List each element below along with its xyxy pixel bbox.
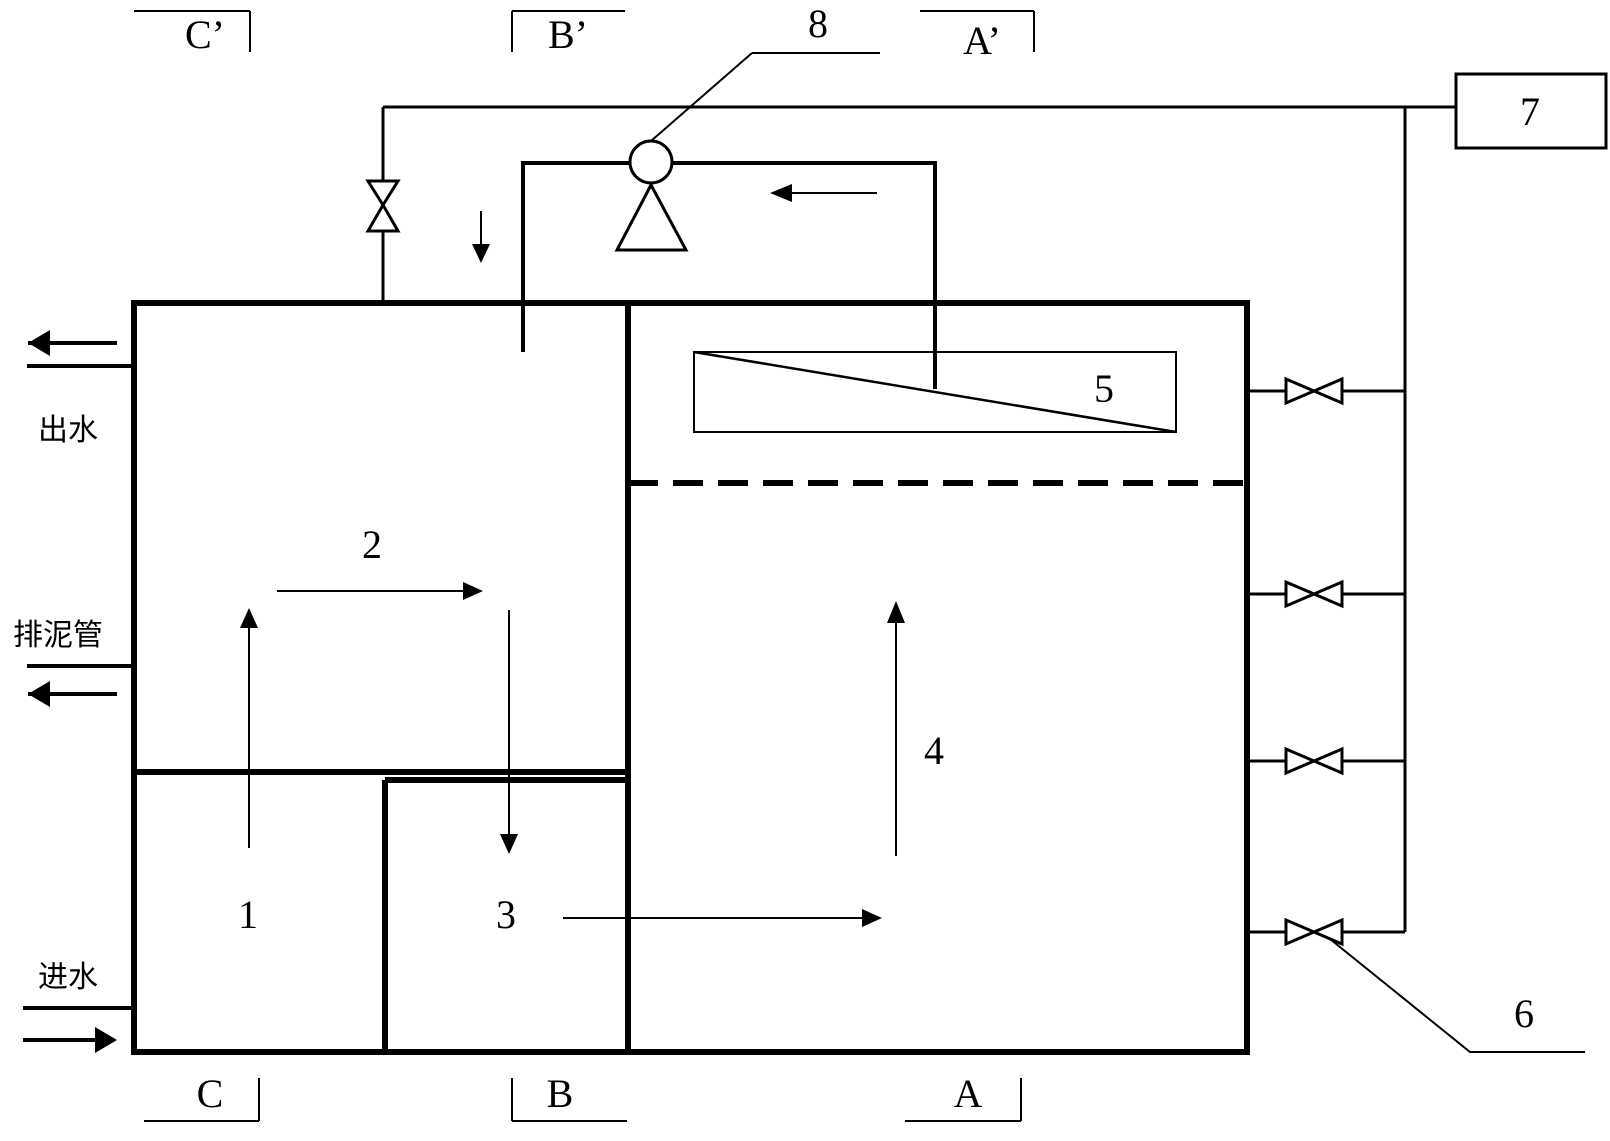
section-mark-c-prime: C’ (134, 10, 251, 57)
side-valve-3 (1247, 746, 1405, 776)
leader-line-6 (1329, 938, 1585, 1053)
label-controller-7: 7 (1520, 89, 1540, 134)
section-label-b: B (547, 1071, 574, 1116)
label-membrane-5: 5 (1094, 366, 1114, 411)
label-zone-1: 1 (238, 892, 258, 937)
inlet-label: 进水 (38, 960, 98, 995)
suction-flow-arrow-head (770, 184, 792, 202)
label-valve-6: 6 (1514, 991, 1534, 1036)
sludge-arrow-head (28, 681, 50, 707)
side-valve-1 (1247, 376, 1405, 406)
section-mark-b-prime: B’ (511, 10, 625, 57)
outlet-arrow-head (28, 330, 50, 356)
section-mark-c: C (144, 1071, 260, 1122)
section-mark-b: B (511, 1071, 627, 1122)
section-label-c-prime: C’ (185, 12, 225, 57)
flow-arrow-zone2-right-head (463, 582, 483, 600)
label-pump-8: 8 (808, 1, 828, 46)
top-valve (365, 179, 401, 233)
label-zone-2: 2 (362, 522, 382, 567)
inlet-arrow-head (95, 1027, 117, 1053)
side-valve-2 (1247, 579, 1405, 609)
tank-outline (131, 300, 1250, 1055)
flow-arrow-zone2-down-head (500, 834, 518, 854)
outlet-label: 出水 (38, 413, 98, 448)
suction-pump (614, 139, 689, 252)
flow-arrow-zone4-up-head (887, 601, 905, 623)
side-valve-4 (1247, 917, 1405, 947)
sludge-pipe-label: 排泥管 (13, 618, 103, 653)
label-zone-4: 4 (924, 728, 944, 773)
flow-arrow-zone1-up-head (240, 608, 258, 628)
air-line (381, 105, 1456, 932)
section-mark-a: A (905, 1071, 1022, 1122)
section-mark-a-prime: A’ (920, 10, 1035, 63)
controller-box (1454, 72, 1608, 150)
suction-line (521, 161, 937, 389)
label-zone-3: 3 (496, 892, 516, 937)
return-flow-arrow-head (472, 244, 490, 263)
section-label-c: C (197, 1071, 224, 1116)
section-label-a: A (954, 1071, 983, 1116)
flow-arrow-zone3-right-head (862, 909, 882, 927)
section-label-b-prime: B’ (548, 12, 588, 57)
section-label-a-prime: A’ (963, 18, 1001, 63)
leader-line-8 (650, 52, 753, 142)
